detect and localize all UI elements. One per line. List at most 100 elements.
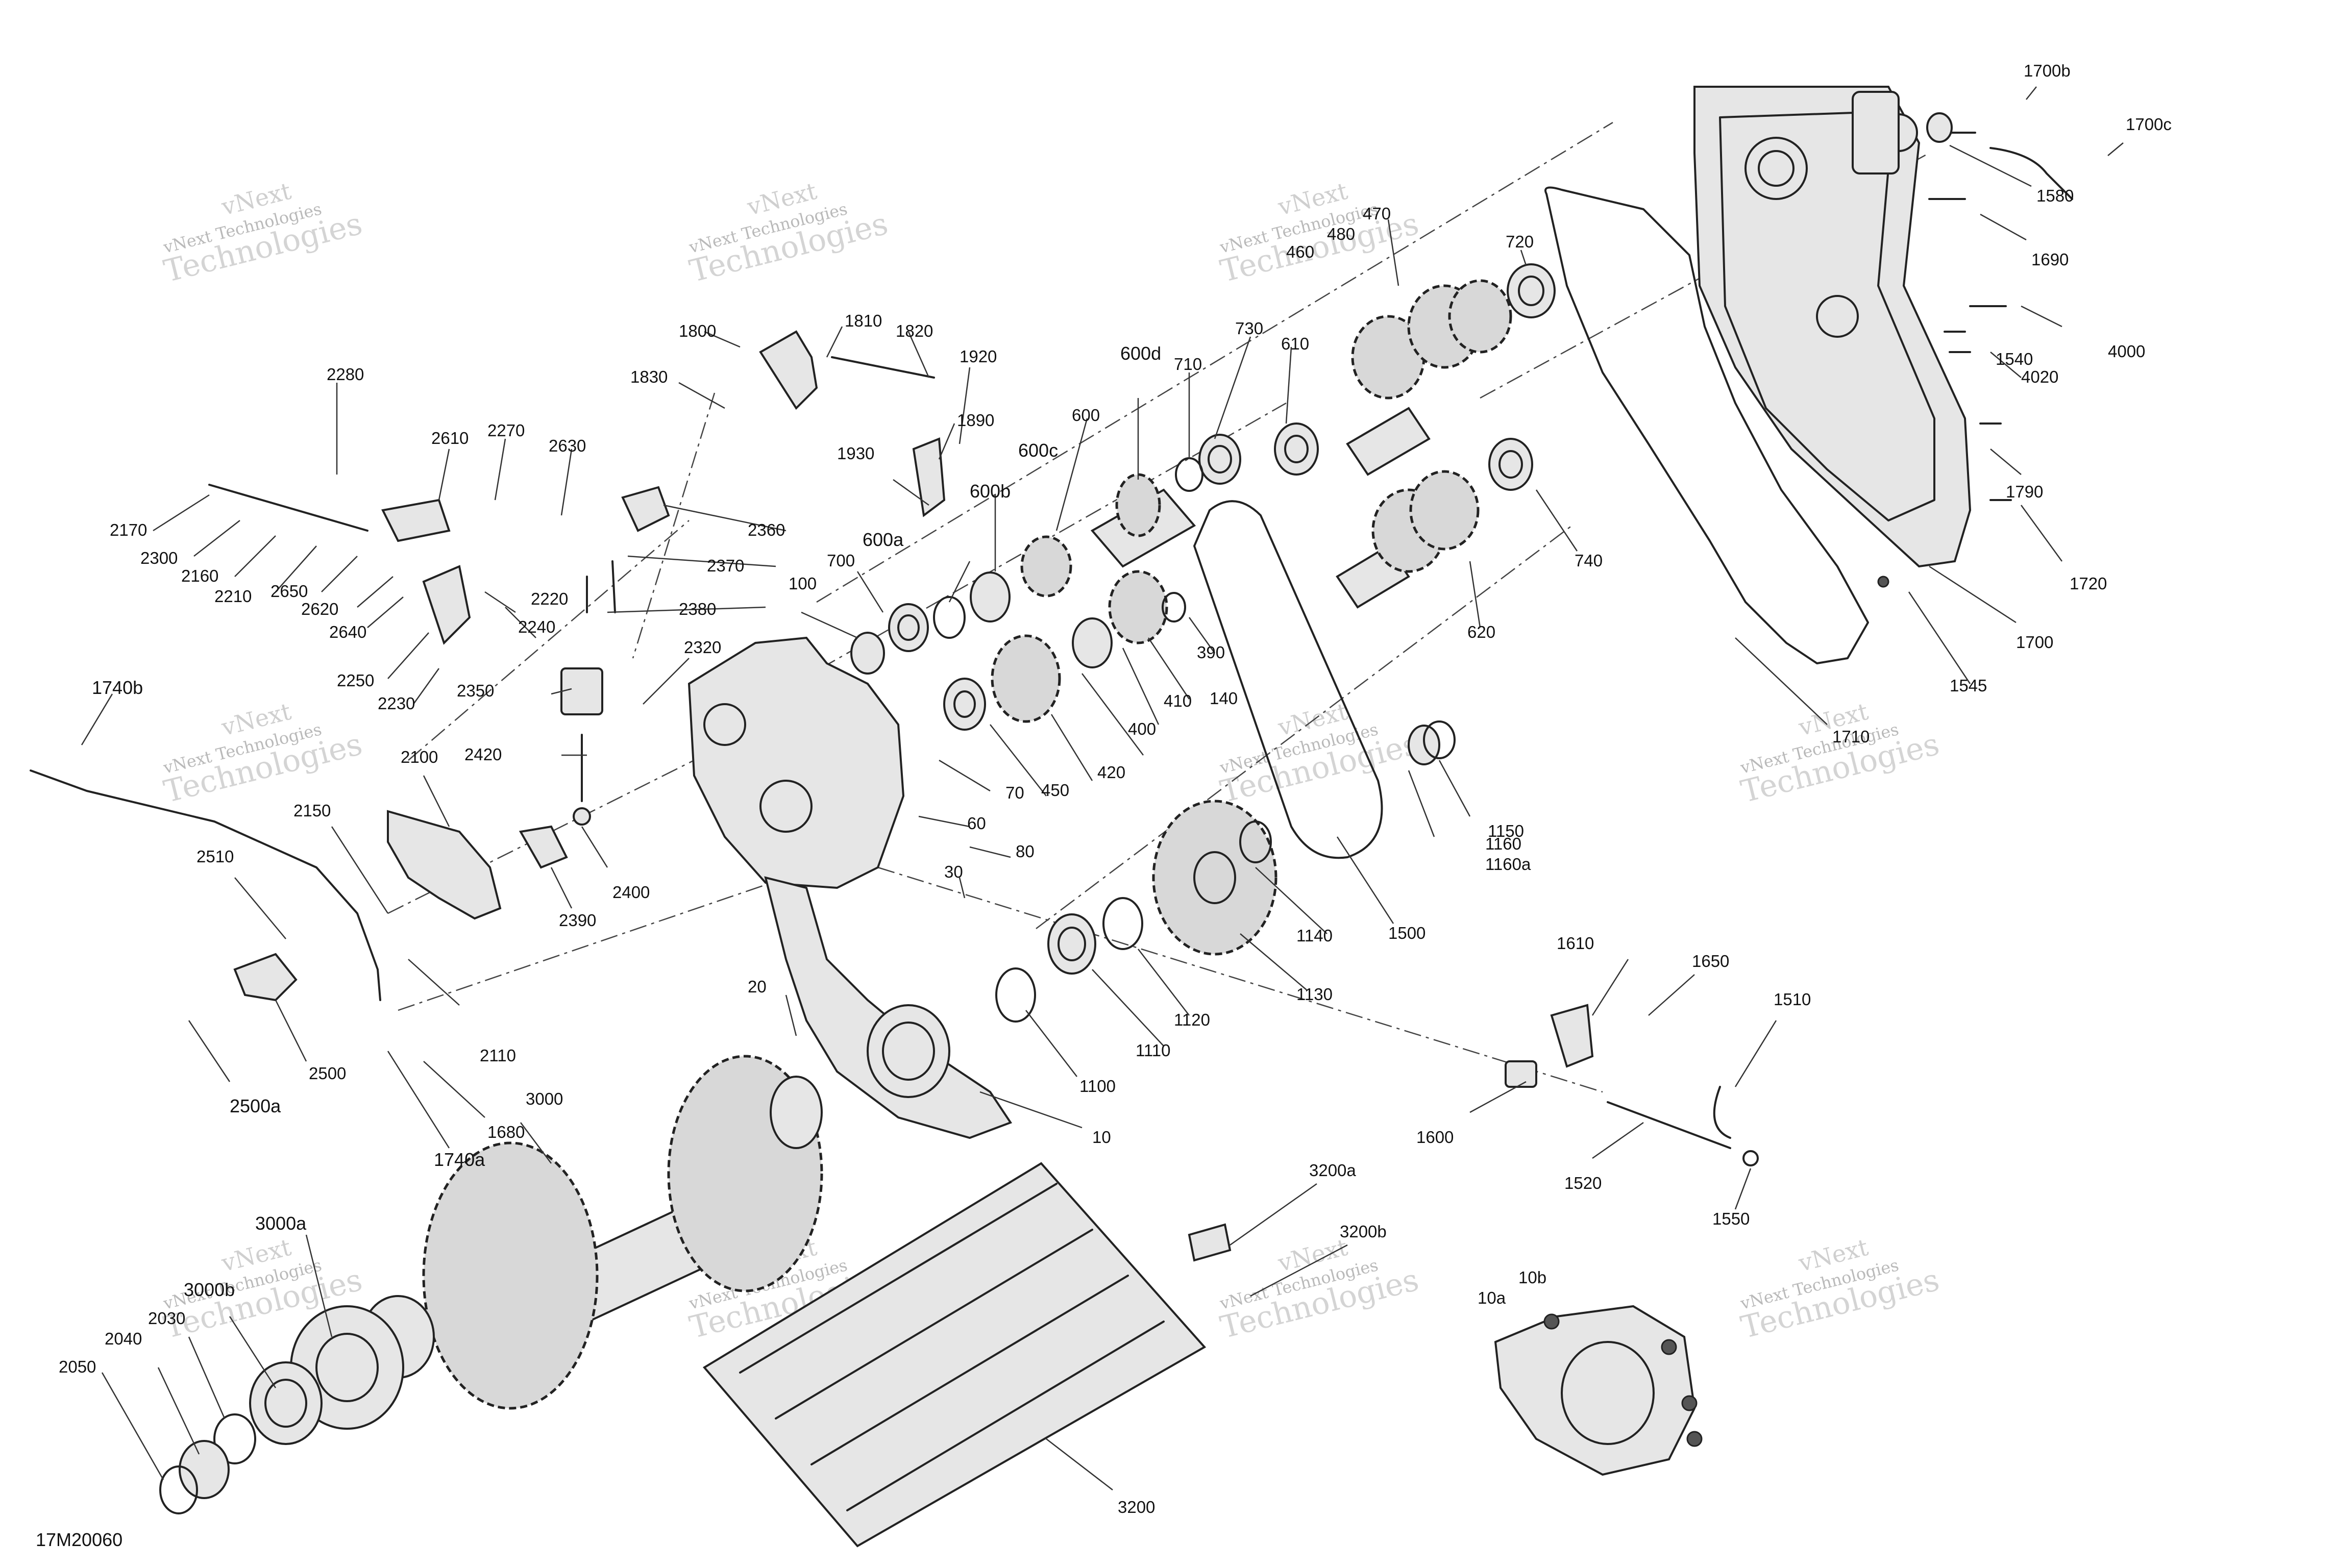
callout-label: 2630 xyxy=(549,436,586,455)
callout-label: 620 xyxy=(1467,623,1495,641)
callout-label: 80 xyxy=(1016,842,1035,861)
callout-label: 1610 xyxy=(1557,934,1594,953)
callout-label: 1545 xyxy=(1950,676,1987,695)
callout-label: 610 xyxy=(1281,334,1309,353)
callout-label: 2170 xyxy=(110,520,147,539)
callout-label: 2110 xyxy=(480,1046,516,1065)
callout-label: 1800 xyxy=(679,321,716,340)
callout-label: 460 xyxy=(1286,242,1314,261)
callout-label: 2280 xyxy=(327,365,364,384)
assembly-axis-lines xyxy=(387,121,1930,1093)
callout-label: 2650 xyxy=(271,582,308,601)
callout-label: 2230 xyxy=(378,694,415,713)
callout-label: 1160a xyxy=(1485,855,1531,874)
shift-fork-1800 xyxy=(759,330,946,517)
callout-label: 2250 xyxy=(337,671,374,690)
gasket-1710 xyxy=(1544,186,1869,664)
callout-label: 1650 xyxy=(1692,952,1729,970)
callout-label: 2610 xyxy=(431,429,469,447)
callout-label: 740 xyxy=(1575,551,1603,570)
callout-label: 1130 xyxy=(1296,985,1333,1004)
callout-label: 2380 xyxy=(679,600,716,618)
callout-label: 2220 xyxy=(531,589,568,608)
cover-fasteners xyxy=(1877,112,2073,588)
callout-label: 3000a xyxy=(255,1213,307,1234)
callout-label: 600 xyxy=(1072,406,1100,425)
callout-label: 70 xyxy=(1005,783,1024,802)
callout-label: 2240 xyxy=(518,617,555,636)
callout-label: 700 xyxy=(827,551,855,570)
callout-label: 3000 xyxy=(526,1089,563,1108)
callout-label: 1720 xyxy=(2070,574,2107,593)
callout-label: 600c xyxy=(1018,440,1058,461)
callout-label: 390 xyxy=(1197,643,1225,662)
callout-label: 710 xyxy=(1174,355,1202,374)
callout-label: 600b xyxy=(970,481,1011,502)
gearbox-housing xyxy=(687,636,1013,1139)
callout-label: 100 xyxy=(789,574,817,593)
callout-label: 400 xyxy=(1128,719,1156,738)
callout-label: 2390 xyxy=(559,911,596,930)
callout-labels: 1700b 1700c 1580 1690 4000 4020 1540 179… xyxy=(59,61,2172,1516)
callout-label: 2320 xyxy=(684,638,721,657)
callout-label: 1150 xyxy=(1488,822,1524,840)
callout-label: 1140 xyxy=(1296,926,1333,945)
callout-label: 1810 xyxy=(845,311,882,330)
callout-label: 1930 xyxy=(837,444,874,463)
callout-label: 140 xyxy=(1210,689,1238,708)
callout-label: 410 xyxy=(1164,691,1192,710)
callout-label: 2350 xyxy=(457,681,494,700)
gear-shaft-610 xyxy=(1346,279,1512,476)
gear-shaft-620 xyxy=(1336,470,1480,609)
drive-axle-3000 xyxy=(361,1055,823,1410)
bearings-and-rings xyxy=(850,263,1556,1023)
callout-label: 600d xyxy=(1120,343,1161,364)
callout-label: 4020 xyxy=(2021,367,2058,386)
callout-label: 470 xyxy=(1363,204,1391,223)
callout-label: 30 xyxy=(944,862,963,881)
callout-label: 1120 xyxy=(1174,1010,1210,1029)
callout-label: 1510 xyxy=(1774,990,1811,1009)
callout-label: 720 xyxy=(1506,232,1534,251)
axle-bearing-stack xyxy=(159,1305,404,1514)
callout-label: 2150 xyxy=(293,801,331,820)
callout-label: 1920 xyxy=(960,347,997,366)
callout-label: 60 xyxy=(967,814,986,833)
callout-label: 2400 xyxy=(612,883,650,902)
callout-label: 1580 xyxy=(2036,186,2074,205)
callout-label: 1700 xyxy=(2016,633,2053,652)
callout-label: 1160 xyxy=(1485,834,1521,853)
callout-label: 10b xyxy=(1518,1268,1546,1287)
callout-label: 2620 xyxy=(301,600,338,618)
input-shaft-600 xyxy=(1090,473,1196,568)
callout-label: 3200a xyxy=(1309,1161,1356,1180)
shift-linkage-2350 xyxy=(560,486,670,826)
callout-label: 2640 xyxy=(329,623,366,641)
callout-label: 600a xyxy=(863,529,904,550)
callout-label: 1540 xyxy=(1996,350,2033,368)
callout-label: 1700c xyxy=(2126,115,2172,134)
leader-lines xyxy=(81,86,2124,1490)
callout-label: 3000b xyxy=(184,1279,235,1300)
callout-label: 2050 xyxy=(59,1357,96,1376)
callout-label: 1890 xyxy=(957,411,994,430)
callout-label: 1710 xyxy=(1832,727,1870,746)
callout-label: 1740a xyxy=(434,1149,485,1170)
callout-label: 2500 xyxy=(309,1064,346,1083)
callout-label: 3200b xyxy=(1340,1222,1387,1241)
bracket-2500 xyxy=(233,953,298,1002)
bracket-2100 xyxy=(387,810,568,920)
cable-1740 xyxy=(30,769,381,1001)
callout-label: 480 xyxy=(1327,225,1355,243)
callout-label: 450 xyxy=(1041,781,1069,800)
callout-label: 1100 xyxy=(1079,1077,1116,1096)
callout-label: 1500 xyxy=(1388,924,1425,942)
cover-plate-10a xyxy=(1494,1305,1703,1476)
callout-label: 1790 xyxy=(2006,482,2043,501)
callout-label: 10a xyxy=(1478,1288,1506,1307)
callout-label: 2100 xyxy=(401,748,438,766)
callout-label: 10 xyxy=(1092,1128,1111,1147)
track-slide-3200 xyxy=(702,1162,1232,1548)
callout-label: 1820 xyxy=(896,321,933,340)
